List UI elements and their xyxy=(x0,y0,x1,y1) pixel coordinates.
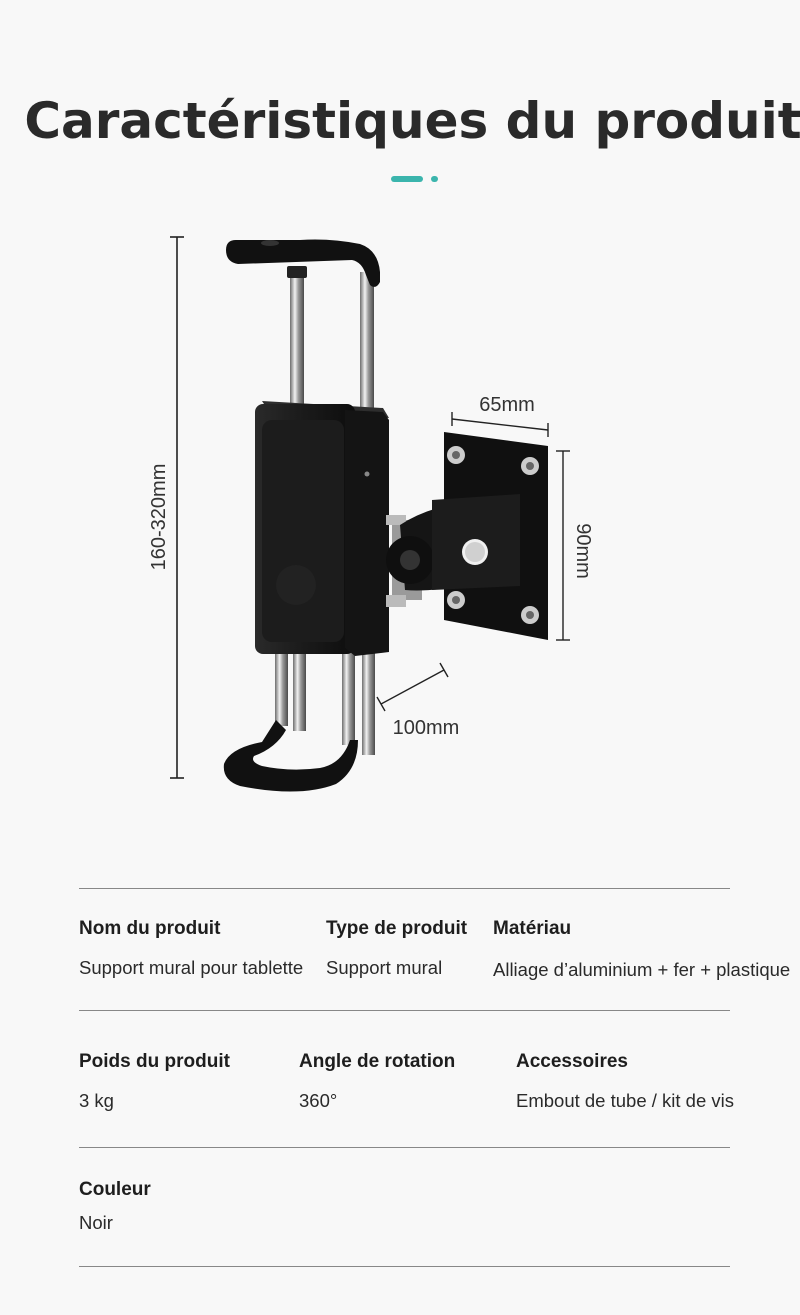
height-dimension-label: 160-320mm xyxy=(148,464,170,571)
wall-plate xyxy=(432,432,548,640)
top-clamp xyxy=(226,239,380,287)
divider xyxy=(79,1010,730,1011)
spec-value: Alliage d’aluminium + fer + plastique xyxy=(493,959,791,980)
plate-width-label: 65mm xyxy=(479,394,535,416)
spec-label: Angle de rotation xyxy=(299,1051,456,1072)
spec-accessories: Accessoires Embout de tube / kit de vis xyxy=(516,1051,734,1112)
spec-label: Nom du produit xyxy=(79,918,221,939)
spec-label: Accessoires xyxy=(516,1051,628,1072)
spec-product-type: Type de produit Support mural xyxy=(326,918,467,979)
spec-value: Support mural xyxy=(326,957,443,978)
height-dimension xyxy=(170,236,184,779)
spec-material: Matériau Alliage d’aluminium + fer + pla… xyxy=(493,918,790,981)
spec-color: Couleur Noir xyxy=(79,1179,151,1234)
clamp-body xyxy=(255,401,389,656)
divider xyxy=(79,1147,730,1148)
title-accent-dot xyxy=(431,176,438,182)
plate-width-dimension xyxy=(451,412,549,437)
arm-depth-dimension xyxy=(376,662,449,712)
spec-value: Support mural pour tablette xyxy=(79,957,304,978)
spec-weight: Poids du produit 3 kg xyxy=(79,1051,230,1112)
spec-label: Couleur xyxy=(79,1179,151,1200)
spec-value: 3 kg xyxy=(79,1090,114,1111)
divider xyxy=(79,1266,730,1267)
bottom-clamp xyxy=(223,720,358,792)
title-accent-bar xyxy=(391,176,423,182)
product-illustration: 160-320mm xyxy=(148,236,594,792)
page-title: Caractéristiques du produit xyxy=(24,92,800,150)
spec-label: Matériau xyxy=(493,918,572,939)
arm-depth-label: 100mm xyxy=(393,717,460,739)
spec-value: Noir xyxy=(79,1212,113,1233)
plate-height-label: 90mm xyxy=(572,523,594,579)
spec-product-name: Nom du produit Support mural pour tablet… xyxy=(79,918,303,979)
spec-value: Embout de tube / kit de vis xyxy=(516,1090,735,1111)
spec-rotation-angle: Angle de rotation 360° xyxy=(299,1051,455,1112)
spec-value: 360° xyxy=(299,1090,338,1111)
upper-rods xyxy=(287,266,374,412)
spec-label: Type de produit xyxy=(326,918,468,939)
lower-rods xyxy=(275,636,375,755)
spec-label: Poids du produit xyxy=(79,1051,230,1072)
divider xyxy=(79,888,730,889)
plate-height-dimension xyxy=(556,450,570,641)
